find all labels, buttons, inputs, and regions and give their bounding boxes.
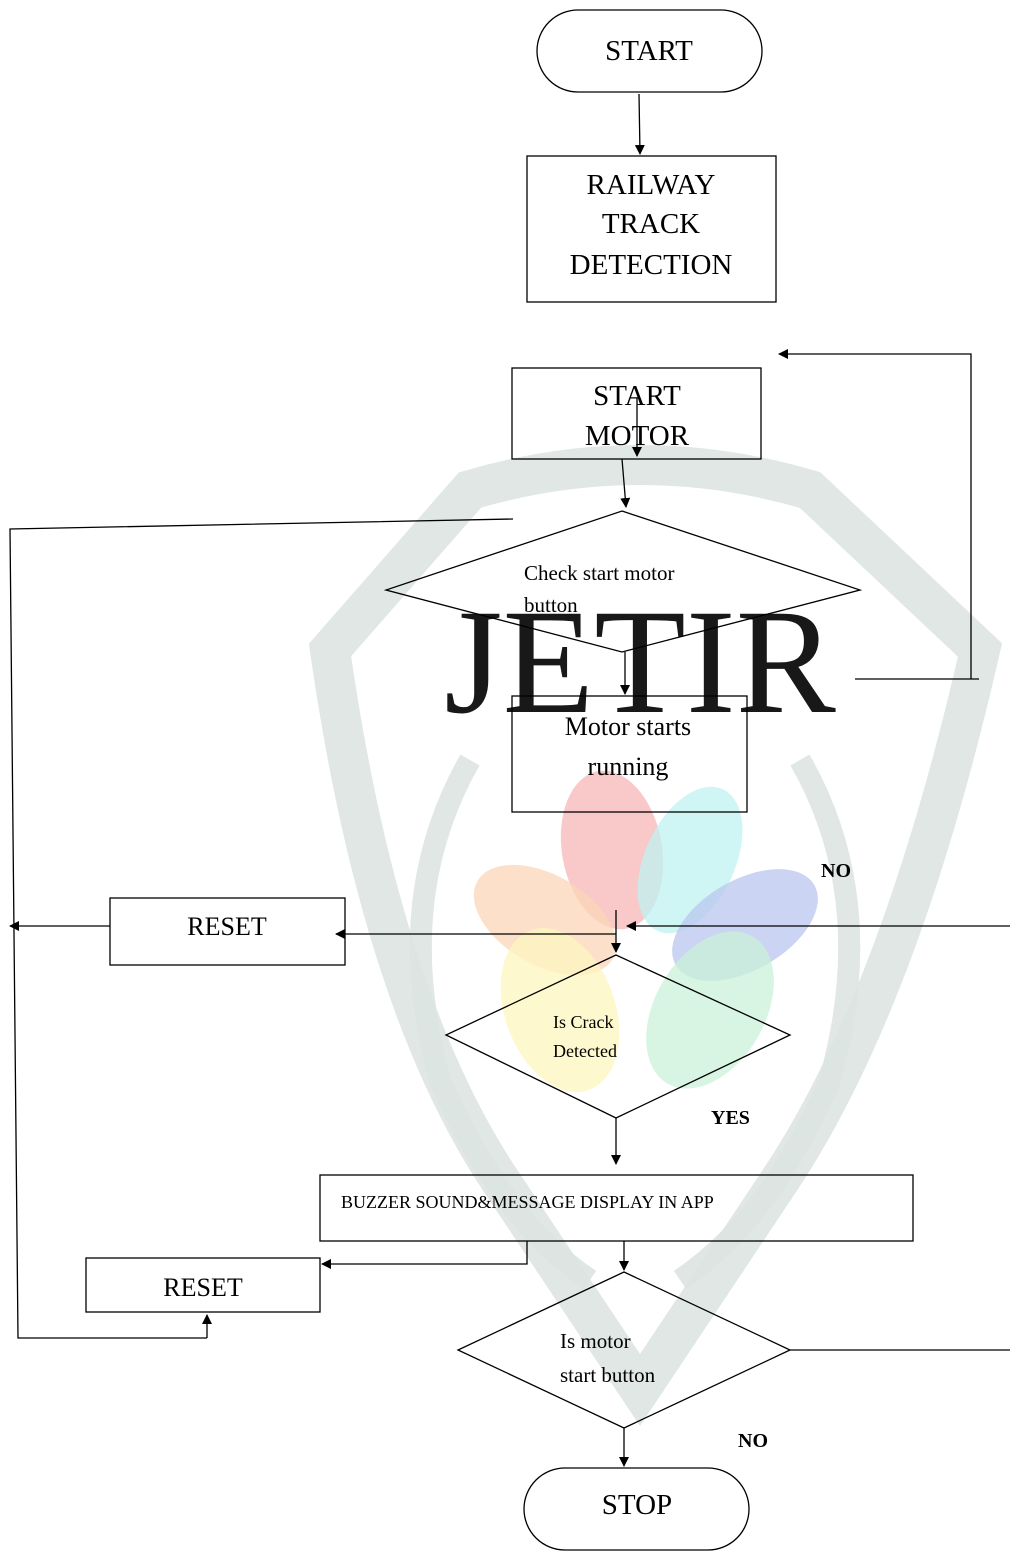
railway-track-detection-box <box>526 155 777 303</box>
railway-label-line1: RAILWAY <box>587 169 716 201</box>
motor-button-label-line2: start button <box>560 1363 656 1387</box>
motor-running-label-line2: running <box>588 752 669 781</box>
buzzer-label: BUZZER SOUND&MESSAGE DISPLAY IN APP <box>341 1192 714 1212</box>
motor-running-label-line1: Motor starts <box>565 712 691 741</box>
reset-box-top <box>109 897 346 966</box>
check-label-line2: button <box>524 593 578 617</box>
edge-label-yes: YES <box>711 1107 750 1129</box>
stop-terminal <box>523 1467 750 1551</box>
watermark-petal <box>500 927 620 1093</box>
start-terminal <box>536 9 763 93</box>
buzzer-message-box <box>319 1174 914 1242</box>
watermark-flower <box>473 770 818 1093</box>
edge-label-no-top: NO <box>821 860 851 882</box>
railway-label-line3: DETECTION <box>570 249 733 281</box>
start-motor-box <box>511 367 762 460</box>
stop-label: STOP <box>602 1489 672 1521</box>
watermark-text: JETIR <box>444 579 836 745</box>
arrow-loop-back-to-start-motor <box>778 349 972 679</box>
check-start-motor-decision <box>383 510 863 653</box>
edge-label-no-bottom: NO <box>738 1430 768 1452</box>
watermark-laurel <box>409 754 861 1290</box>
check-label-line1: Check start motor <box>524 561 674 585</box>
connector-left-loop <box>9 518 514 1339</box>
arrow-buzzer-to-reset-bottom <box>321 1241 528 1269</box>
jetir-watermark: JETIR <box>308 445 1003 1427</box>
start-label: START <box>605 35 693 67</box>
reset-top-label: RESET <box>187 912 267 941</box>
motor-button-label-line1: Is motor <box>560 1329 631 1353</box>
arrow-start-to-railway <box>634 93 645 155</box>
motor-running-box <box>511 695 748 813</box>
railway-label-line2: TRACK <box>602 208 700 240</box>
reset-box-bottom <box>85 1257 321 1313</box>
reset-bottom-label: RESET <box>163 1273 243 1302</box>
crack-label-line2: Detected <box>553 1041 617 1061</box>
crack-label-line1: Is Crack <box>553 1012 613 1032</box>
arrow-start-motor-to-check <box>620 458 631 508</box>
watermark-petal <box>646 931 774 1089</box>
